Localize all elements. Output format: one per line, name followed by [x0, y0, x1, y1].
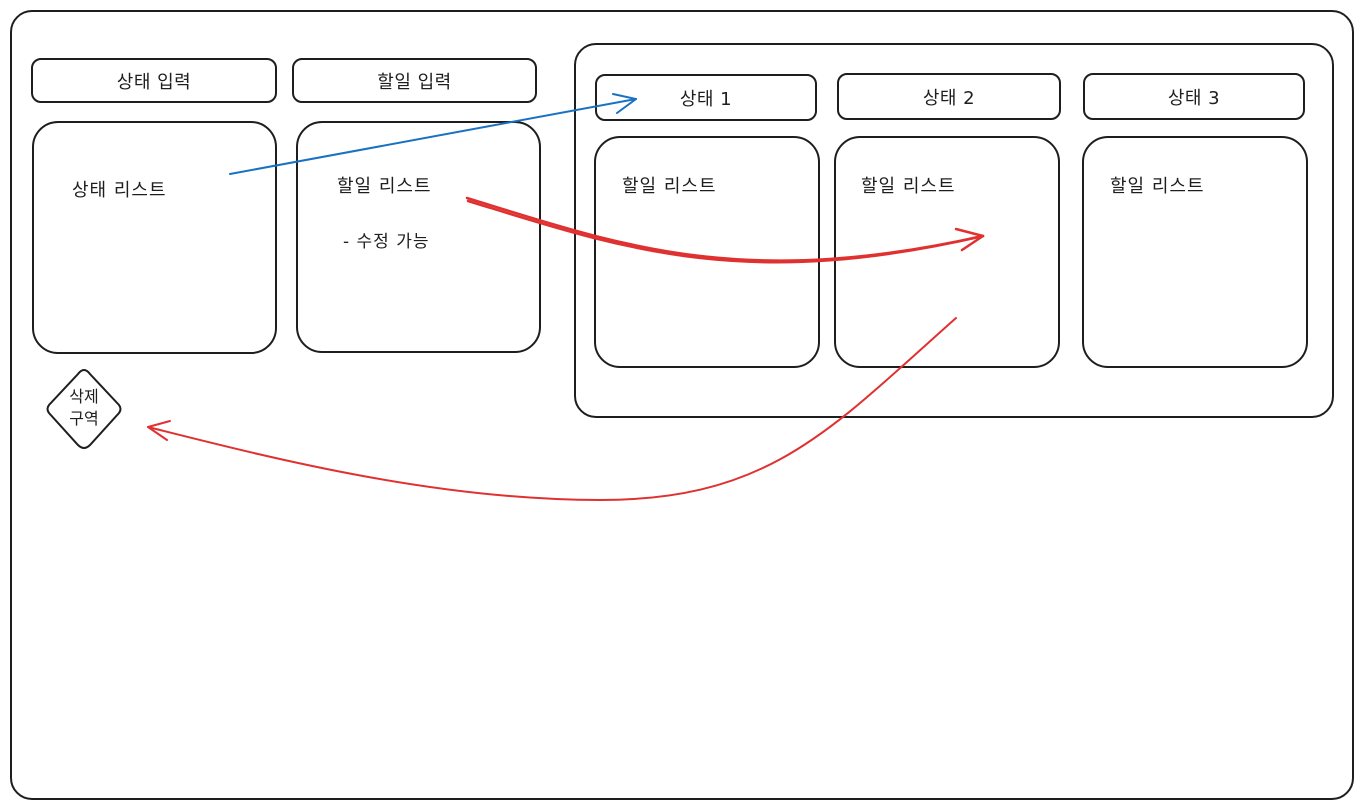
- status-3-todo-list: [1082, 136, 1308, 368]
- status-3-todo-list-label: 할일 리스트: [1110, 176, 1205, 197]
- outer-canvas-frame: [10, 10, 1354, 800]
- status-list-label: 상태 리스트: [72, 180, 167, 201]
- status-input-label: 상태 입력: [116, 71, 192, 93]
- delete-zone-label: 삭제 구역: [45, 386, 123, 430]
- todo-input-label: 할일 입력: [377, 71, 452, 93]
- todo-input-box[interactable]: 할일 입력: [292, 58, 537, 103]
- status-1-todo-list: [594, 136, 820, 368]
- todo-editable-note: - 수정 가능: [343, 232, 430, 252]
- delete-zone-label-line2: 구역: [69, 409, 99, 428]
- todo-list-label: 할일 리스트: [337, 176, 432, 197]
- status-1-header-label: 상태 1: [679, 88, 733, 110]
- status-2-header[interactable]: 상태 2: [837, 73, 1061, 120]
- delete-zone-label-line1: 삭제: [69, 387, 99, 406]
- status-input-box[interactable]: 상태 입력: [31, 58, 277, 103]
- status-1-todo-list-label: 할일 리스트: [622, 176, 717, 197]
- status-2-todo-list: [834, 136, 1060, 368]
- status-2-header-label: 상태 2: [922, 87, 976, 109]
- delete-zone-diamond-shape: [46, 368, 122, 450]
- status-3-header-label: 상태 3: [1167, 87, 1221, 109]
- status-2-todo-list-label: 할일 리스트: [861, 176, 956, 197]
- status-1-header[interactable]: 상태 1: [595, 74, 817, 121]
- status-3-header[interactable]: 상태 3: [1083, 73, 1305, 120]
- delete-zone[interactable]: 삭제 구역: [45, 368, 123, 450]
- status-list-panel: [32, 121, 277, 354]
